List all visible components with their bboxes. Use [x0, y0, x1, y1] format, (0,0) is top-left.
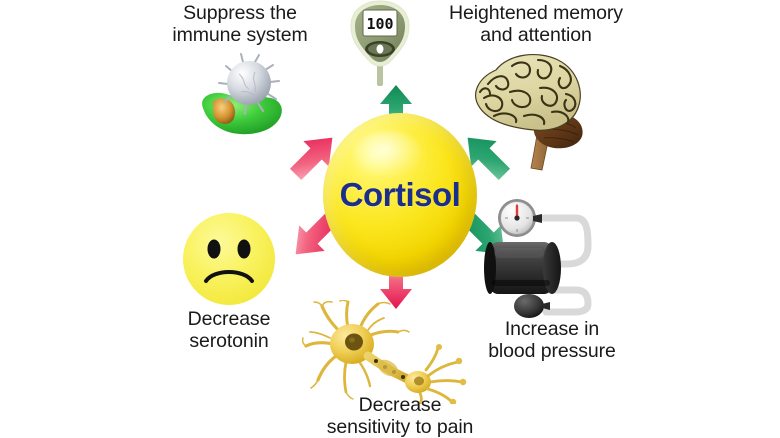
glucose-meter-value: 100	[366, 15, 393, 33]
label-decrease-sensitivity-to-pain: Decrease sensitivity to pain	[326, 394, 474, 438]
cortisol-label: Cortisol	[339, 176, 461, 213]
arrow-upper-left-pink	[289, 137, 333, 181]
blood-pressure-monitor-icon	[484, 192, 610, 320]
label-heightened-memory-and-attention: Heightened memory and attention	[449, 2, 623, 47]
neuron-icon	[301, 299, 474, 407]
cortisol-gloss-highlight	[353, 131, 422, 177]
brain-icon	[462, 46, 594, 174]
label-suppress-immune-system: Suppress the immune system	[172, 2, 308, 47]
arrow-upper-right-green	[467, 137, 511, 181]
glucose-meter-icon: 100	[346, 0, 414, 86]
immune-cell-icon	[193, 52, 291, 140]
label-decrease-serotonin: Decrease serotonin	[187, 308, 271, 353]
label-increase-in-blood-pressure: Increase in blood pressure	[488, 318, 616, 363]
arrow-down-pink	[380, 261, 412, 309]
sad-face-icon	[181, 211, 277, 307]
arrow-up-green	[380, 85, 412, 130]
cortisol-center-node: Cortisol	[323, 113, 477, 277]
